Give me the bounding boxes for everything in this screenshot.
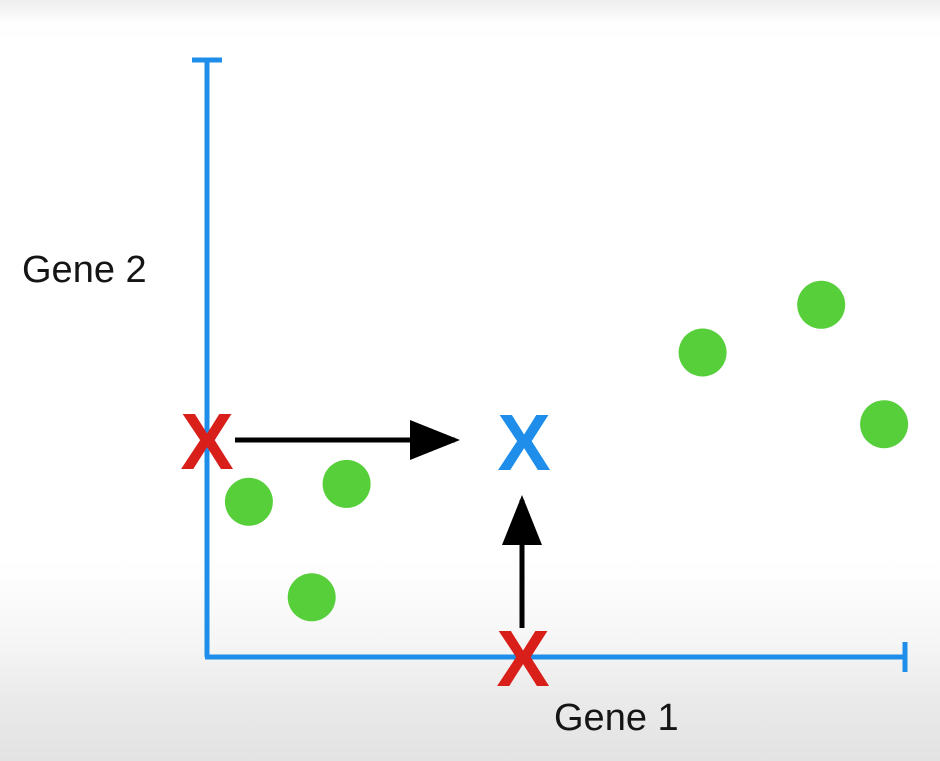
data-point-2 [322, 459, 371, 508]
y-axis-label: Gene 2 [22, 249, 147, 291]
x-axis-label: Gene 1 [554, 697, 679, 739]
markers: X X X [180, 397, 550, 703]
projection-arrows [235, 420, 542, 628]
data-point-3 [287, 573, 336, 622]
data-points [224, 280, 909, 622]
gene2-projection-x-marker: X [180, 397, 233, 486]
data-point-4 [678, 328, 727, 377]
axes [192, 57, 908, 672]
data-point-6 [860, 400, 909, 449]
data-point-1 [224, 477, 273, 526]
data-point-5 [797, 280, 846, 329]
gene1-projection-x-marker: X [496, 614, 549, 703]
center-x-marker: X [497, 398, 550, 487]
